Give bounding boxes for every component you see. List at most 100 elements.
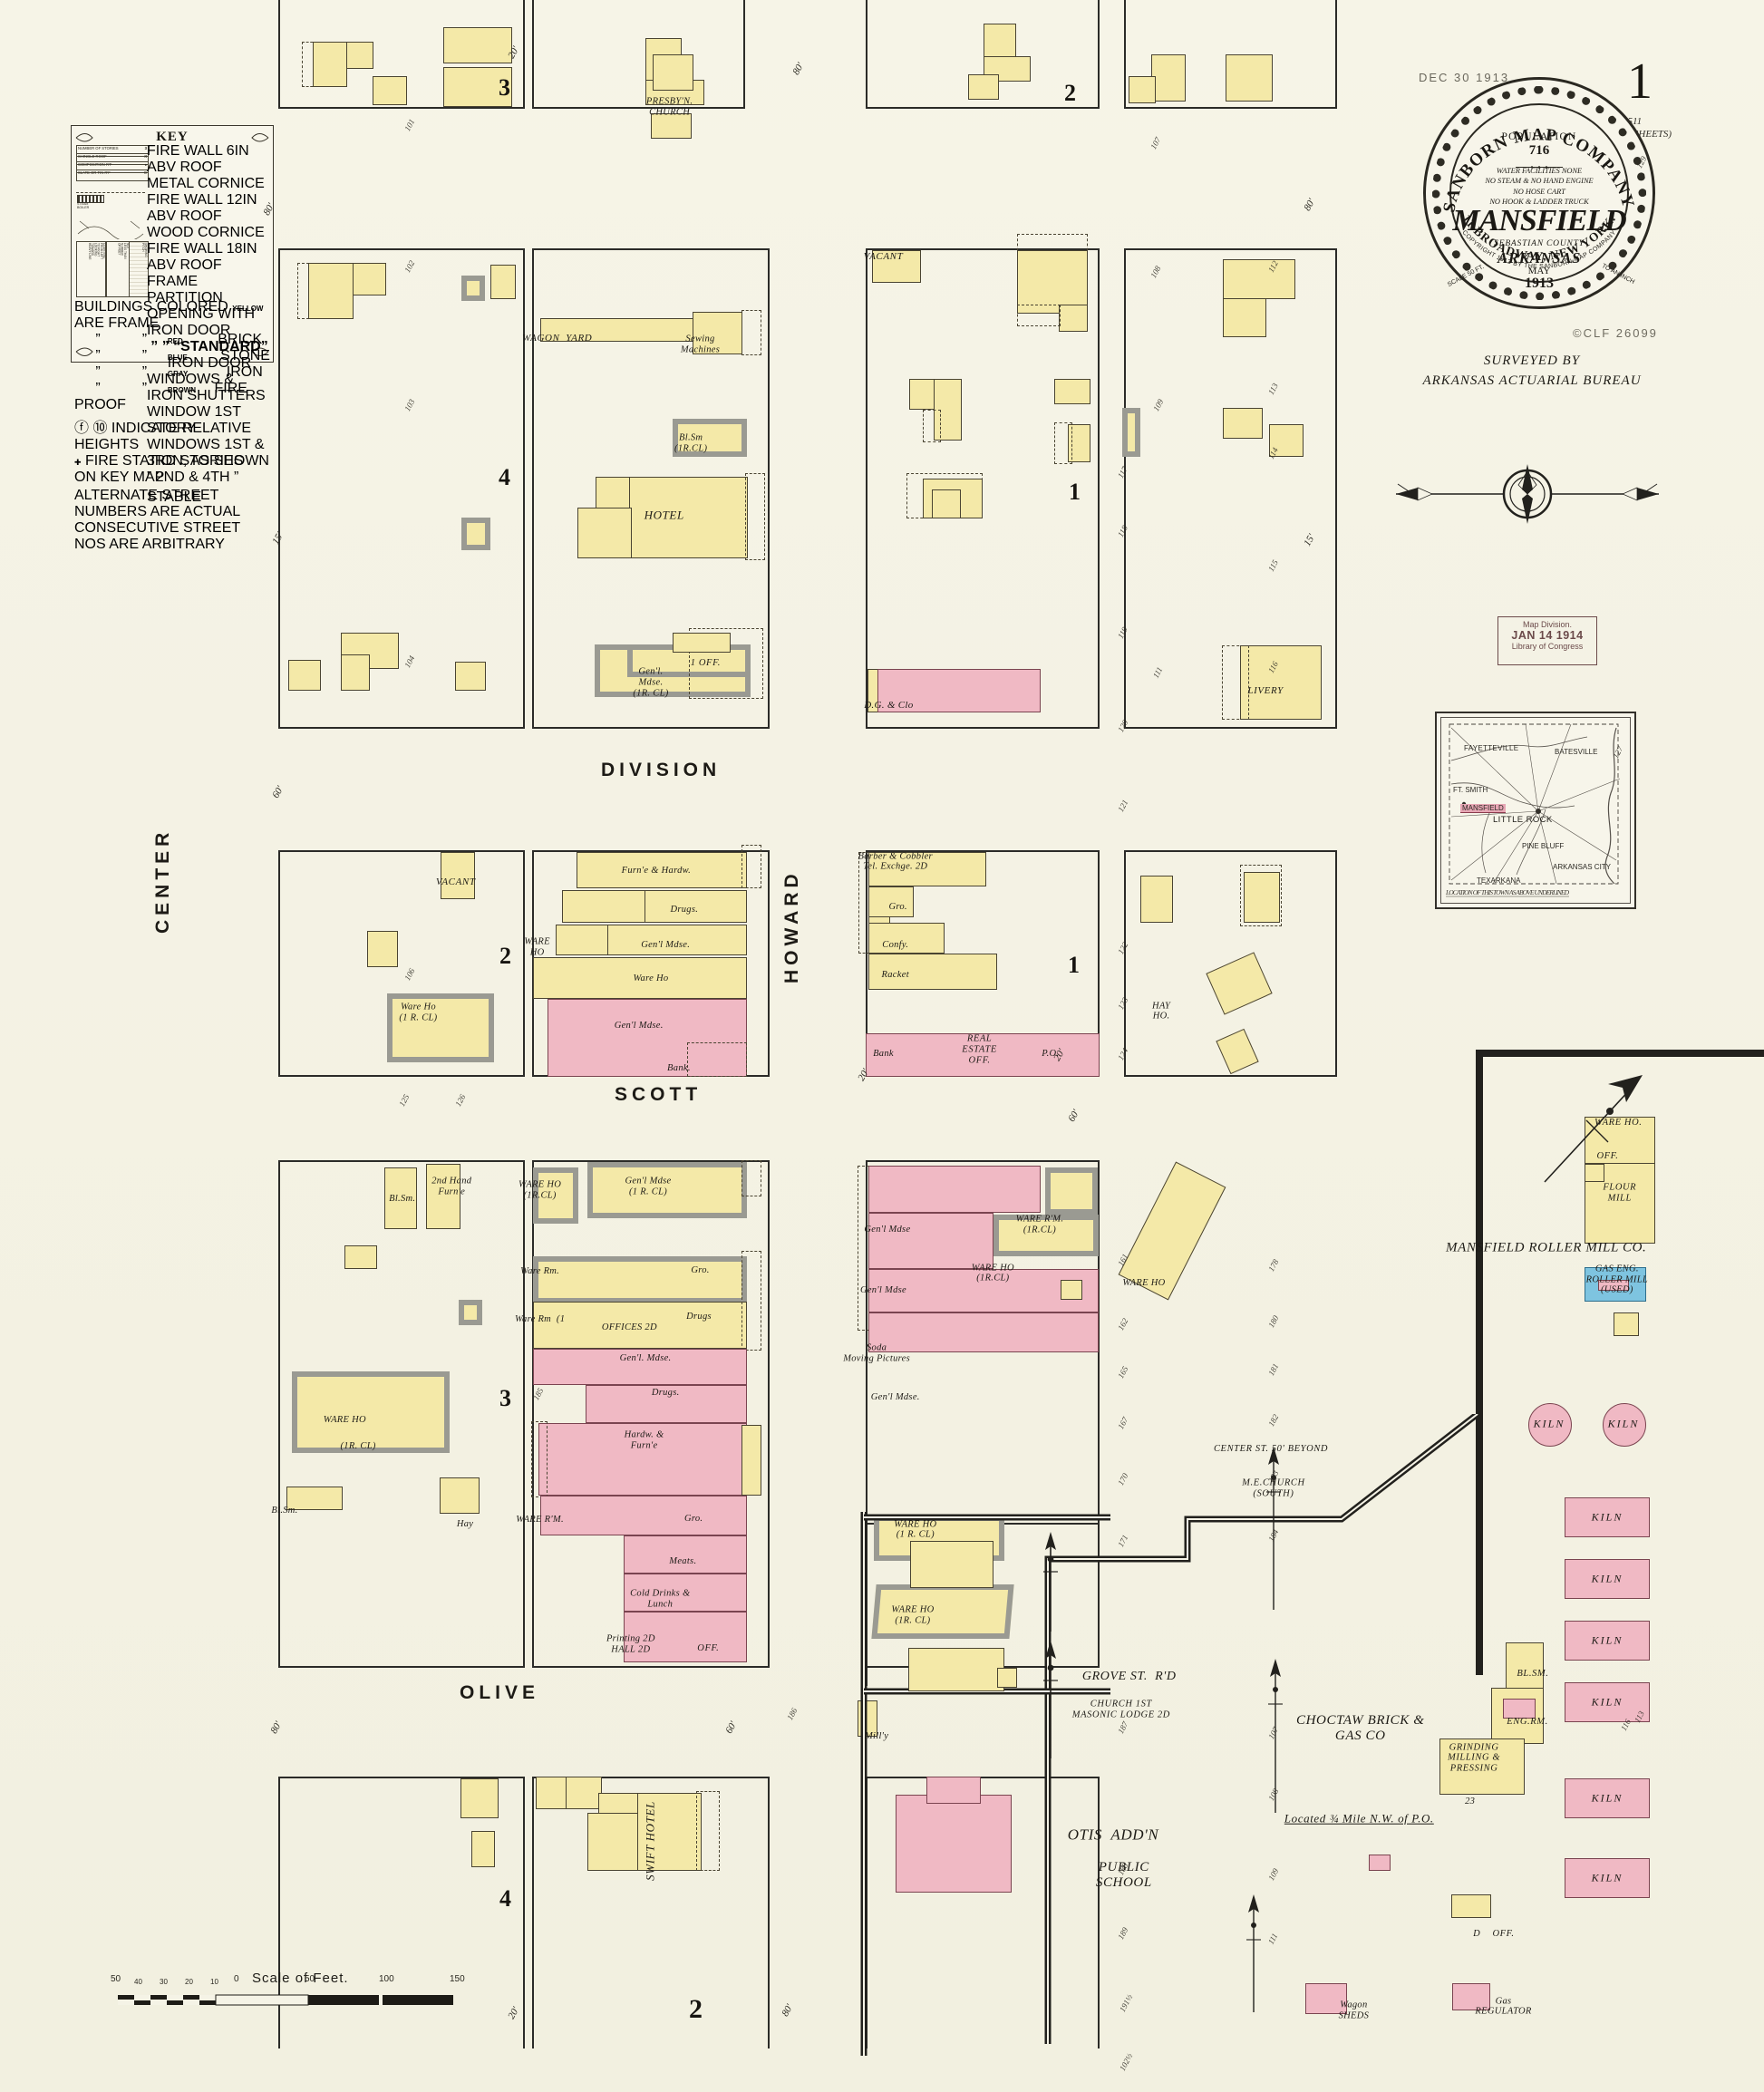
key-line-12: ” 2ND & 4TH ” (147, 470, 239, 485)
map-label-choctaw-brick-gas-co: CHOCTAW BRICK & GAS CO (1296, 1713, 1425, 1744)
building-wagon-yard (540, 318, 701, 342)
map-label-racket: Racket (881, 970, 909, 980)
map-label-mansfield-roller-mill-co: MANSFIELD ROLLER MILL CO. (1445, 1240, 1647, 1255)
building-genl-mdse-182 (533, 1349, 747, 1385)
building-mill-office (1585, 1164, 1604, 1182)
map-label-ware-rm-1: Ware Rm (1 (514, 1314, 566, 1325)
map-label-gen-l-mdse-1r-cl: Gen'l. Mdse. (1R. CL) (633, 666, 669, 698)
building-191half-b (566, 1777, 602, 1809)
map-label-d: D (1473, 1929, 1480, 1940)
key-line-6: OPENING WITH IRON DOOR (147, 306, 256, 338)
building-184-dash (531, 1421, 548, 1497)
inset-place-mansfield: MANSFIELD (1460, 804, 1506, 813)
map-label-center-st-50-beyond: CENTER ST. 50' BEYOND (1213, 1444, 1329, 1455)
scale-tick-20: 20 (185, 1978, 193, 1986)
block-number-3b: 3 (499, 1385, 511, 1411)
key-line-8: IRON DOOR (167, 355, 252, 371)
building-1e-4 (1269, 424, 1304, 457)
building-blsm-b3 (286, 1487, 343, 1510)
map-label-cold-drinks-lunch: Cold Drinks & Lunch (630, 1588, 691, 1610)
map-label-23: 23 (1465, 1797, 1476, 1807)
building-ware-ho-small-b2 (367, 931, 398, 967)
key-feet-note: NOT LESS THAN NUMBER OF FEET (105, 241, 131, 297)
building-ne-5 (1129, 76, 1156, 103)
building-choctaw-off (1451, 1894, 1491, 1918)
street-label-center: CENTER (152, 828, 173, 934)
map-label-wagon-sheds: Wagon SHEDS (1338, 2000, 1370, 2021)
building-hotel-dash (745, 473, 765, 560)
map-label-presby-n-church: PRESBY'N. CHURCH (645, 96, 693, 117)
map-label-flour-mill: FLOUR MILL (1603, 1182, 1637, 1204)
building-1e-2 (1223, 259, 1295, 299)
key-footer: BUILDINGS COLORED YELLOW ARE FRAME ” ” R… (74, 299, 270, 553)
scale-tick-0: 0 (234, 1974, 239, 1984)
map-label-printing-2d-hall-2d: Printing 2D HALL 2D (606, 1633, 655, 1655)
map-label-gen-l-mdse: Gen'l Mdse. (614, 1021, 664, 1031)
building-second-hand-furniture (426, 1164, 460, 1229)
building-b1-8 (932, 489, 961, 518)
map-label-church-1st-masonic-lodge-2d: CHURCH 1ST MASONIC LODGE 2D (1071, 1699, 1170, 1720)
building-meats-187 (624, 1535, 747, 1574)
kiln-label: KILN (1591, 1510, 1623, 1524)
map-label-d-g-clo: D.G. & Clo (864, 700, 914, 712)
map-label-bank: Bank (873, 1048, 894, 1059)
key-line-4: FIRE WALL 18IN ABV ROOF (147, 241, 257, 273)
inset-place-texarkana: TEXARKANA (1477, 877, 1521, 885)
map-label-ware-ho: WARE HO (323, 1414, 366, 1425)
kiln-label: KILN (1591, 1695, 1623, 1709)
compass-rose: N (1378, 444, 1677, 544)
building-church-annex (997, 1668, 1017, 1688)
building-church-masonic-lodge (908, 1648, 1004, 1691)
building-sewing-dash (741, 310, 761, 355)
building-1e-3 (1223, 408, 1263, 439)
building-bank-b2 (687, 1042, 747, 1077)
map-label-m-e-church-south: M.E.CHURCH (SOUTH) (1242, 1477, 1305, 1498)
building-blacksmith-shop (673, 419, 747, 457)
building-ne-4 (1151, 54, 1186, 102)
building-nw-6 (651, 113, 692, 139)
building-choctaw-small1 (1369, 1855, 1391, 1871)
building-b4-7 (490, 265, 516, 299)
map-label-mill-y: Mill'y (864, 1731, 889, 1742)
building-178-dash (741, 1160, 761, 1196)
inset-place-fayetteville: FAYETTEVILLE (1464, 744, 1519, 752)
map-label-gen-l-mdse: Gen'l Mdse (859, 1284, 906, 1295)
seal-arc-text: SANBORN MAP COMPANY. 11 BROADWAY, NEW YO… (1426, 80, 1636, 270)
block-outline-1b-east (1124, 850, 1337, 1077)
kiln-rect-1 (1565, 1497, 1650, 1537)
map-label-bl-sm: Bl.Sm. (389, 1194, 416, 1205)
sheet-number: 1 (1627, 53, 1653, 110)
street-label-howard: HOWARD (781, 869, 802, 983)
kiln-label: KILN (1591, 1633, 1623, 1647)
building-b4-5 (288, 660, 321, 691)
building-e-small (1061, 1280, 1082, 1300)
building-hotel-wing2 (577, 508, 632, 558)
building-mill-ware-ho (1585, 1117, 1655, 1164)
building-livery-dash (1222, 645, 1249, 720)
building-me-church-south (910, 1541, 993, 1588)
map-label-drugs: Drugs (686, 1312, 712, 1322)
building-b1-dash4 (1054, 422, 1072, 464)
building-fh-dash (741, 845, 761, 888)
building-genl-mdse-e2 (868, 1213, 993, 1269)
seal-county: SEBASTIAN COUNTY (1494, 239, 1585, 248)
map-label-hay-ho: HAY HO. (1152, 1000, 1171, 1022)
building-b1-1 (1017, 250, 1088, 314)
building-mill-shed (1614, 1312, 1639, 1336)
building-b1-5 (1054, 379, 1090, 404)
map-label-ware-ho-1-r-cl: WARE HO (1 R. CL) (894, 1518, 937, 1540)
building-furniture-hardware (577, 852, 747, 888)
map-label-gro: Gro. (691, 1264, 710, 1275)
street-label-division: DIVISION (601, 760, 722, 780)
key-color-gray: ” ” GRAY IRON (95, 364, 263, 380)
inset-place-pine-bluff: PINE BLUFF (1522, 842, 1565, 850)
building-180-dash (741, 1251, 761, 1351)
map-label-gen-l-mdse: Gen'l Mdse. (641, 940, 691, 951)
map-label-2nd-hand-furn-e: 2nd Hand Furn'e (431, 1176, 472, 1196)
building-hardware-furniture (538, 1423, 747, 1496)
map-label-vacant: VACANT (435, 876, 476, 887)
key-sym-composition: COMPOSITION R'F● (76, 161, 149, 173)
